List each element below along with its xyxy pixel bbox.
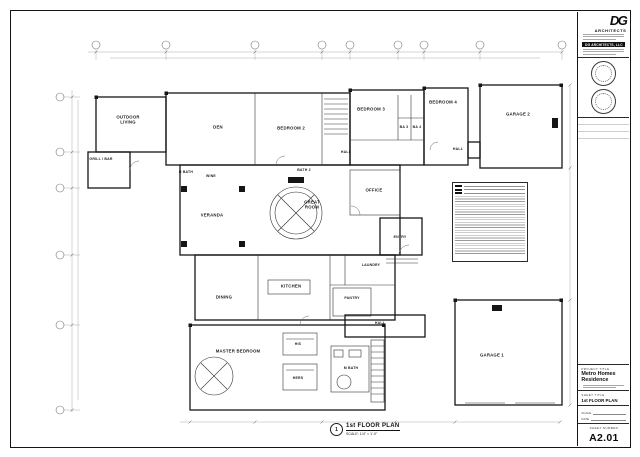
room-label-hall-lower: HALL [374,320,386,325]
firm-name: ARCHITECTS [594,27,627,33]
drawing-title: 1st FLOOR PLAN [346,423,400,431]
notes-header-line [463,189,525,191]
room-label-garage-1: GARAGE 1 [479,352,505,358]
room-label-dining: DINING [215,294,233,300]
scale-value-line [593,411,627,415]
room-label-his: HIS [294,341,302,346]
room-label-m-bath: M BATH [343,365,359,370]
room-label-veranda: VERANDA [200,212,224,218]
room-label-den: DEN [213,124,223,130]
drawing-scale: SCALE: 1/4" = 1'-0" [346,431,378,436]
room-label-ba-3: BA 3 [399,124,409,129]
project-name-line2: Residence [581,377,609,384]
date-value-line [591,417,627,422]
room-label-hall-right: HALL [452,146,464,151]
stair-treads-lower [371,345,384,395]
room-label-ba-4: BA 4 [412,124,422,129]
master-ceiling-circle [194,356,234,396]
notes-header-row [455,188,525,191]
stamps-block [578,58,630,118]
room-label-kitchen: KITCHEN [280,283,302,289]
notes-text-lines [455,195,525,254]
entry-steps [386,258,418,264]
notes-header-line [463,192,525,194]
architect-seal-1 [591,60,617,86]
firm-bar: DG ARCHITECTS, LLC [582,41,626,48]
sheet-border [10,10,631,448]
drawing-number-bubble: 1 [330,423,343,436]
room-label-master-bedroom: MASTER BEDROOM [215,348,261,354]
room-label-garage-2: GARAGE 2 [505,111,531,117]
revision-row-line [578,123,630,125]
sheet-number: A2.01 [589,432,619,445]
address-line-placeholder [583,36,625,38]
architect-seal-2 [591,88,617,114]
notes-header-line [463,185,525,187]
project-block: PROJECT TITLE Metro Homes Residence [578,365,630,392]
notes-header-row [455,185,525,188]
revision-row-line [578,137,630,139]
address-line-placeholder [583,33,625,35]
revision-block [578,118,630,365]
firm-block: DG ARCHITECTS DG ARCHITECTS, LLC [578,12,630,58]
date-field: DATE [581,417,627,422]
room-label-bedroom-4: BEDROOM 4 [429,99,457,105]
dimension-lines [64,49,571,423]
firm-logo: DG [609,12,628,28]
dimension-ticks [70,50,572,424]
notes-bullet [455,192,462,195]
scale-field: SCALE [581,410,627,415]
stair-treads-upper [324,98,348,135]
fireplace [288,177,304,183]
great-room-ceiling-circle [269,186,323,240]
notes-bullet [455,185,462,188]
revision-row-line [578,130,630,132]
room-label-h-bath: H BATH [178,169,194,174]
date-label: DATE [581,417,590,422]
room-label-grill-bar: GRILL / BAR [89,156,113,161]
address-line-placeholder [583,38,617,40]
room-label-bath-2: BATH 2 [297,167,311,172]
room-label-office: OFFICE [365,187,383,193]
scale-label: SCALE [581,410,592,415]
address-line-placeholder [583,53,617,55]
project-address-placeholder [583,385,625,387]
room-label-pantry: PANTRY [344,295,360,300]
room-label-great-room: GREAT ROOM [304,199,320,210]
room-label-entry: ENTRY [393,234,407,239]
columns-and-fills [94,83,563,327]
interior-walls [194,93,555,404]
room-label-bedroom-2: BEDROOM 2 [277,125,305,131]
title-block: DG ARCHITECTS DG ARCHITECTS, LLC PROJECT… [577,11,630,447]
drawing-title-group: 1 1st FLOOR PLAN SCALE: 1/4" = 1'-0" [330,423,400,436]
grid-bubbles [55,40,567,415]
room-label-hers: HERS [292,375,304,380]
sheet-title-block: SHEET TITLE 1st FLOOR PLAN [578,391,630,407]
fields-block: SCALE DATE [578,406,630,425]
address-line-placeholder [583,51,625,53]
sheet-number-block: SHEET NUMBER A2.01 [578,424,629,446]
project-name-line1: Metro Homes [581,370,616,377]
sheet-title-value: 1st FLOOR PLAN [581,398,618,404]
drawing-title-text: 1st FLOOR PLAN SCALE: 1/4" = 1'-0" [346,423,400,436]
general-notes-block [452,182,528,262]
room-label-bedroom-3: BEDROOM 3 [357,106,385,112]
notes-header-row [455,192,525,195]
room-label-outdoor-living: OUTDOOR LIVING [116,114,140,125]
room-label-wine: WINE [206,173,216,178]
sheet-number-label: SHEET NUMBER [589,426,619,431]
sheet-title-label: SHEET TITLE [581,393,605,398]
room-label-hall-upper: HALL [340,149,352,154]
door-swings [129,141,439,326]
room-label-laundry: LAUNDRY [361,262,381,267]
notes-bullet [455,188,462,191]
address-line-placeholder [583,48,625,50]
project-title-label: PROJECT TITLE [581,366,610,371]
project-address-placeholder [583,387,617,389]
